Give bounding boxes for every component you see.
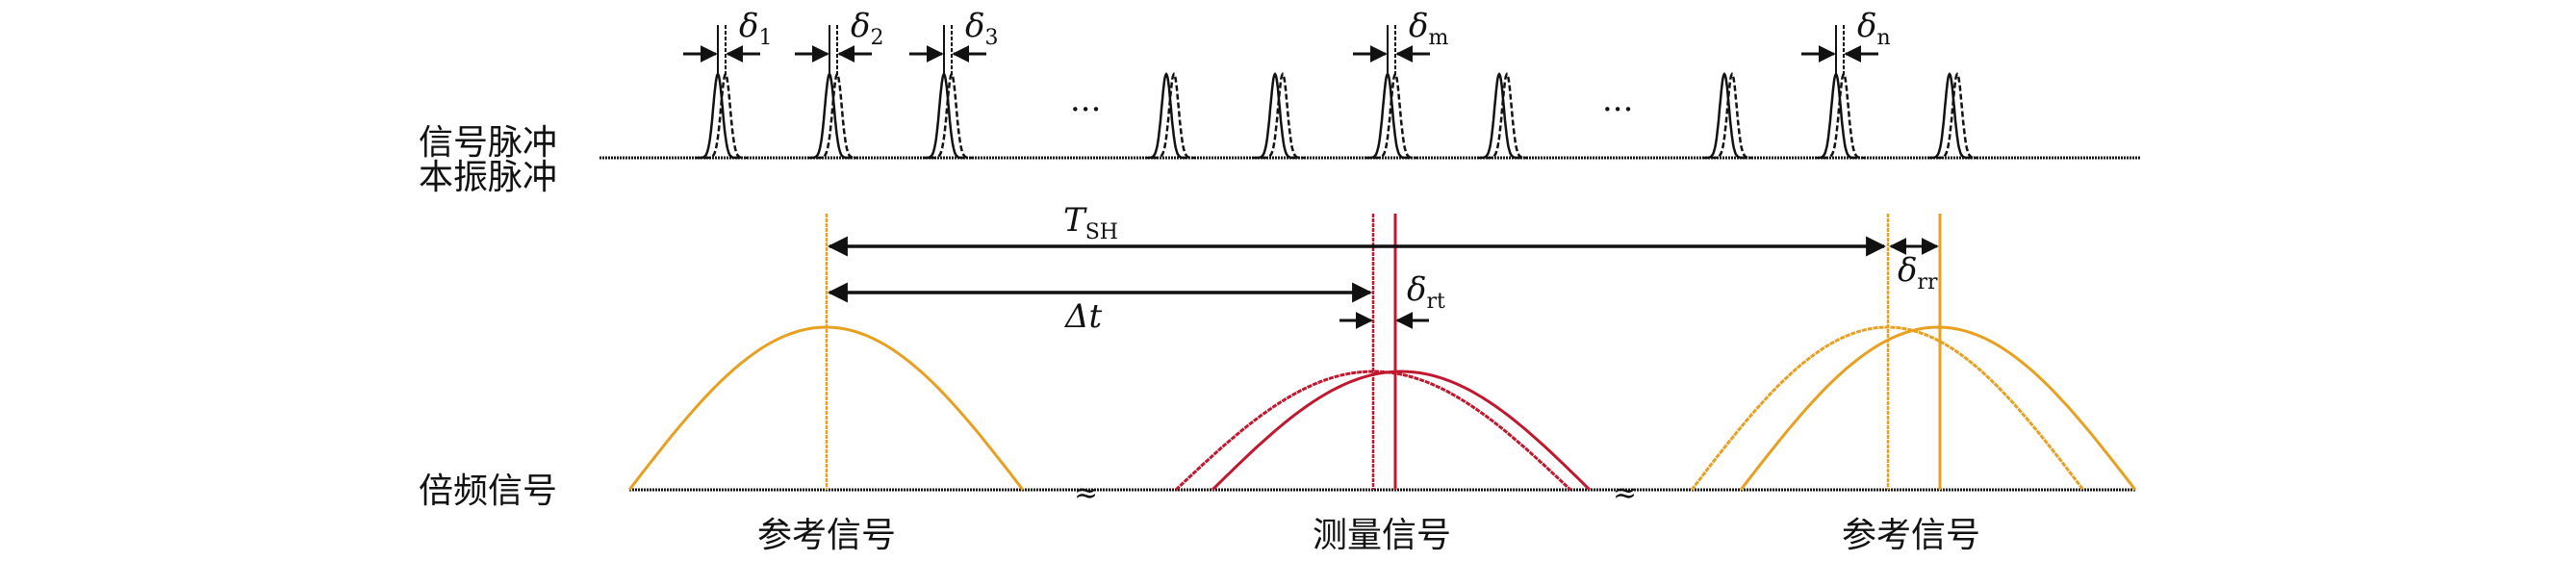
delta-t-label: Δt bbox=[1063, 297, 1103, 336]
delta-subscript: n bbox=[1876, 26, 1890, 50]
meas-label: 测量信号 bbox=[1313, 516, 1451, 555]
drr-label: δrr bbox=[1898, 251, 1938, 294]
ellipsis-1: ··· bbox=[1070, 90, 1101, 129]
signal-pulse bbox=[1145, 72, 1187, 160]
signal-pulse bbox=[697, 72, 739, 160]
signal-pulse bbox=[1703, 72, 1746, 160]
pulse-train bbox=[697, 72, 1978, 160]
ref1-label: 参考信号 bbox=[757, 516, 896, 555]
tsh-symbol: T bbox=[1063, 201, 1087, 240]
meas-wave-2 bbox=[1211, 370, 1592, 492]
ellipsis-2: ··· bbox=[1602, 90, 1633, 129]
drr-subscript: rr bbox=[1917, 270, 1938, 294]
signal-pulse bbox=[808, 72, 851, 160]
delta-subscript: 1 bbox=[758, 26, 772, 50]
tsh-subscript: SH bbox=[1085, 220, 1118, 244]
lo-pulse bbox=[816, 72, 858, 160]
tsh-label: TSH bbox=[1063, 201, 1118, 244]
lo-pulse bbox=[1711, 72, 1753, 160]
delta-symbol: δ bbox=[739, 7, 758, 45]
lo-pulse bbox=[931, 72, 973, 160]
signal-pulse bbox=[923, 72, 965, 160]
drt-subscript: rt bbox=[1426, 290, 1445, 314]
delta-symbol: δ bbox=[851, 7, 870, 45]
lo-pulse bbox=[1153, 72, 1195, 160]
delta-subscript: m bbox=[1428, 26, 1448, 50]
signal-pulse-label: 信号脉冲 bbox=[419, 123, 557, 163]
lo-pulse bbox=[1486, 72, 1528, 160]
doubled-signal-waves bbox=[627, 325, 2137, 492]
delta-label: δ1 bbox=[739, 7, 772, 50]
lo-pulse bbox=[1262, 72, 1304, 160]
signal-pulse bbox=[1478, 72, 1520, 160]
delta-label: δ2 bbox=[851, 7, 883, 50]
delta-symbol: δ bbox=[965, 7, 984, 45]
break-mark-2: ≈ bbox=[1613, 476, 1637, 510]
delta-subscript: 2 bbox=[870, 26, 883, 50]
delta-label: δ3 bbox=[965, 7, 998, 50]
drt-symbol: δ bbox=[1407, 270, 1426, 309]
delta-symbol: δ bbox=[1857, 7, 1876, 45]
drr-symbol: δ bbox=[1898, 251, 1917, 290]
lo-pulse-label: 本振脉冲 bbox=[419, 158, 557, 197]
break-mark-1: ≈ bbox=[1074, 476, 1098, 510]
doubled-signal-label: 倍频信号 bbox=[419, 472, 557, 511]
delta-label: δm bbox=[1409, 7, 1448, 50]
delta-symbol: δ bbox=[1409, 7, 1428, 45]
signal-pulse bbox=[1928, 72, 1971, 160]
lo-pulse bbox=[704, 72, 747, 160]
signal-pulse bbox=[1254, 72, 1296, 160]
ref2-label: 参考信号 bbox=[1842, 516, 1980, 555]
delta-subscript: 3 bbox=[984, 26, 998, 50]
drt-label: δrt bbox=[1407, 270, 1445, 314]
lo-pulse bbox=[1936, 72, 1978, 160]
delta-label: δn bbox=[1857, 7, 1891, 50]
ref2-wave-2 bbox=[1739, 325, 2137, 491]
